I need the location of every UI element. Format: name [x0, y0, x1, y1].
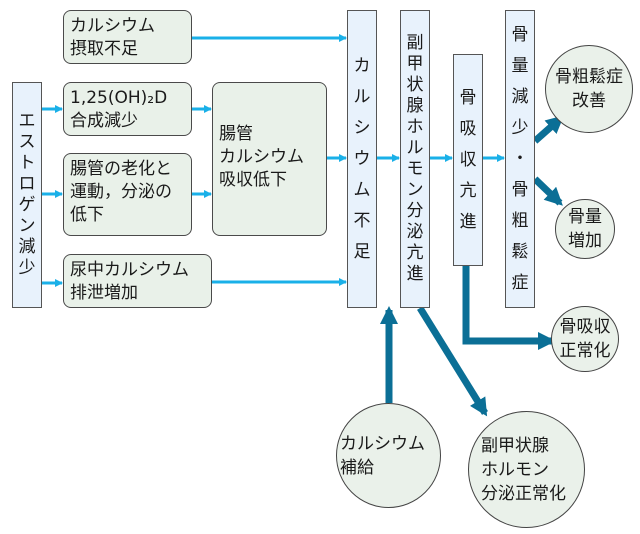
vertical-char: ム	[353, 179, 371, 200]
vertical-char: ト	[18, 153, 36, 173]
bone-resorption-normalized-circle: 骨吸収 正常化	[551, 306, 619, 372]
vertical-char: 足	[353, 241, 371, 262]
vertical-char: 収	[459, 149, 477, 170]
estrogen-decrease-box: エストロゲン減少	[12, 82, 42, 308]
intestinal-absorption-box: 腸管 カルシウム 吸収低下	[212, 82, 327, 236]
vertical-char: ン	[18, 216, 36, 236]
bone-resorption-bar: 骨吸収亢進	[453, 54, 483, 266]
vertical-char: 不	[353, 210, 371, 231]
vertical-char: 甲	[406, 54, 424, 74]
calcium-supplement-circle: カルシウム 補給	[336, 403, 441, 508]
vertical-char: 少	[18, 258, 36, 278]
vertical-char: ス	[18, 132, 36, 152]
calcium-intake-box: カルシウム 摂取不足	[63, 10, 192, 64]
vertical-char: 減	[511, 86, 529, 107]
arrow-to-resorption-normal	[462, 266, 556, 350]
vertical-char: 骨	[511, 24, 529, 45]
bone-mass-increase-circle: 骨量 増加	[555, 199, 615, 259]
vertical-char: カ	[353, 55, 371, 76]
pth-increase-label: 副甲状腺ホルモン分泌亢進	[407, 33, 424, 285]
vertical-char: 減	[18, 237, 36, 257]
vertical-char: 症	[511, 272, 529, 293]
urinary-calcium-box: 尿中カルシウム 排泄増加	[63, 254, 212, 308]
vertical-char: 鬆	[511, 241, 529, 262]
vertical-char: ホ	[406, 117, 424, 137]
vertical-char: 腺	[406, 96, 424, 116]
vertical-char: 分	[406, 201, 424, 221]
intestinal-aging-box: 腸管の老化と 運動，分泌の 低下	[63, 153, 192, 236]
vertical-char: 状	[406, 75, 424, 95]
vertical-char: ウ	[353, 148, 371, 169]
arrow-to-improve	[532, 115, 564, 144]
vertical-char: ル	[406, 138, 424, 158]
calcium-deficit-label: カルシウム不足	[354, 51, 371, 268]
vertical-char: ン	[406, 180, 424, 200]
osteoporosis-label: 骨量減少・骨粗鬆症	[512, 20, 529, 299]
vertical-char: 吸	[459, 118, 477, 139]
vertical-char: 進	[459, 211, 477, 232]
osteoporosis-improved-circle: 骨粗鬆症 改善	[545, 45, 633, 133]
vertical-char: 少	[511, 117, 529, 138]
osteoporosis-bar: 骨量減少・骨粗鬆症	[505, 10, 535, 308]
vertical-char: ・	[511, 148, 529, 169]
arrow-to-bone-gain	[532, 176, 563, 206]
arrow-pth-to-normal	[417, 306, 488, 417]
vertical-char: 亢	[406, 243, 424, 263]
vertical-char: ル	[353, 86, 371, 107]
vertical-char: シ	[353, 117, 371, 138]
vertical-char: 骨	[511, 179, 529, 200]
vertical-char: ロ	[18, 174, 36, 194]
estrogen-label: エストロゲン減少	[19, 111, 36, 279]
vertical-char: 骨	[459, 87, 477, 108]
pth-increase-bar: 副甲状腺ホルモン分泌亢進	[400, 10, 430, 308]
vertical-char: 泌	[406, 222, 424, 242]
vertical-char: 亢	[459, 180, 477, 201]
bone-resorption-label: 骨吸収亢進	[460, 83, 477, 238]
pth-normalized-circle: 副甲状腺 ホルモン 分泌正常化	[468, 411, 585, 528]
vertical-char: エ	[18, 111, 36, 131]
vertical-char: モ	[406, 159, 424, 179]
vertical-char: 副	[406, 33, 424, 53]
vertical-char: 進	[406, 264, 424, 284]
vertical-char: ゲ	[18, 195, 36, 215]
vertical-char: 粗	[511, 210, 529, 231]
calcium-deficit-bar: カルシウム不足	[347, 10, 377, 308]
vitamin-d-synthesis-box: 1,25(OH)₂D 合成減少	[63, 82, 192, 136]
vertical-char: 量	[511, 55, 529, 76]
